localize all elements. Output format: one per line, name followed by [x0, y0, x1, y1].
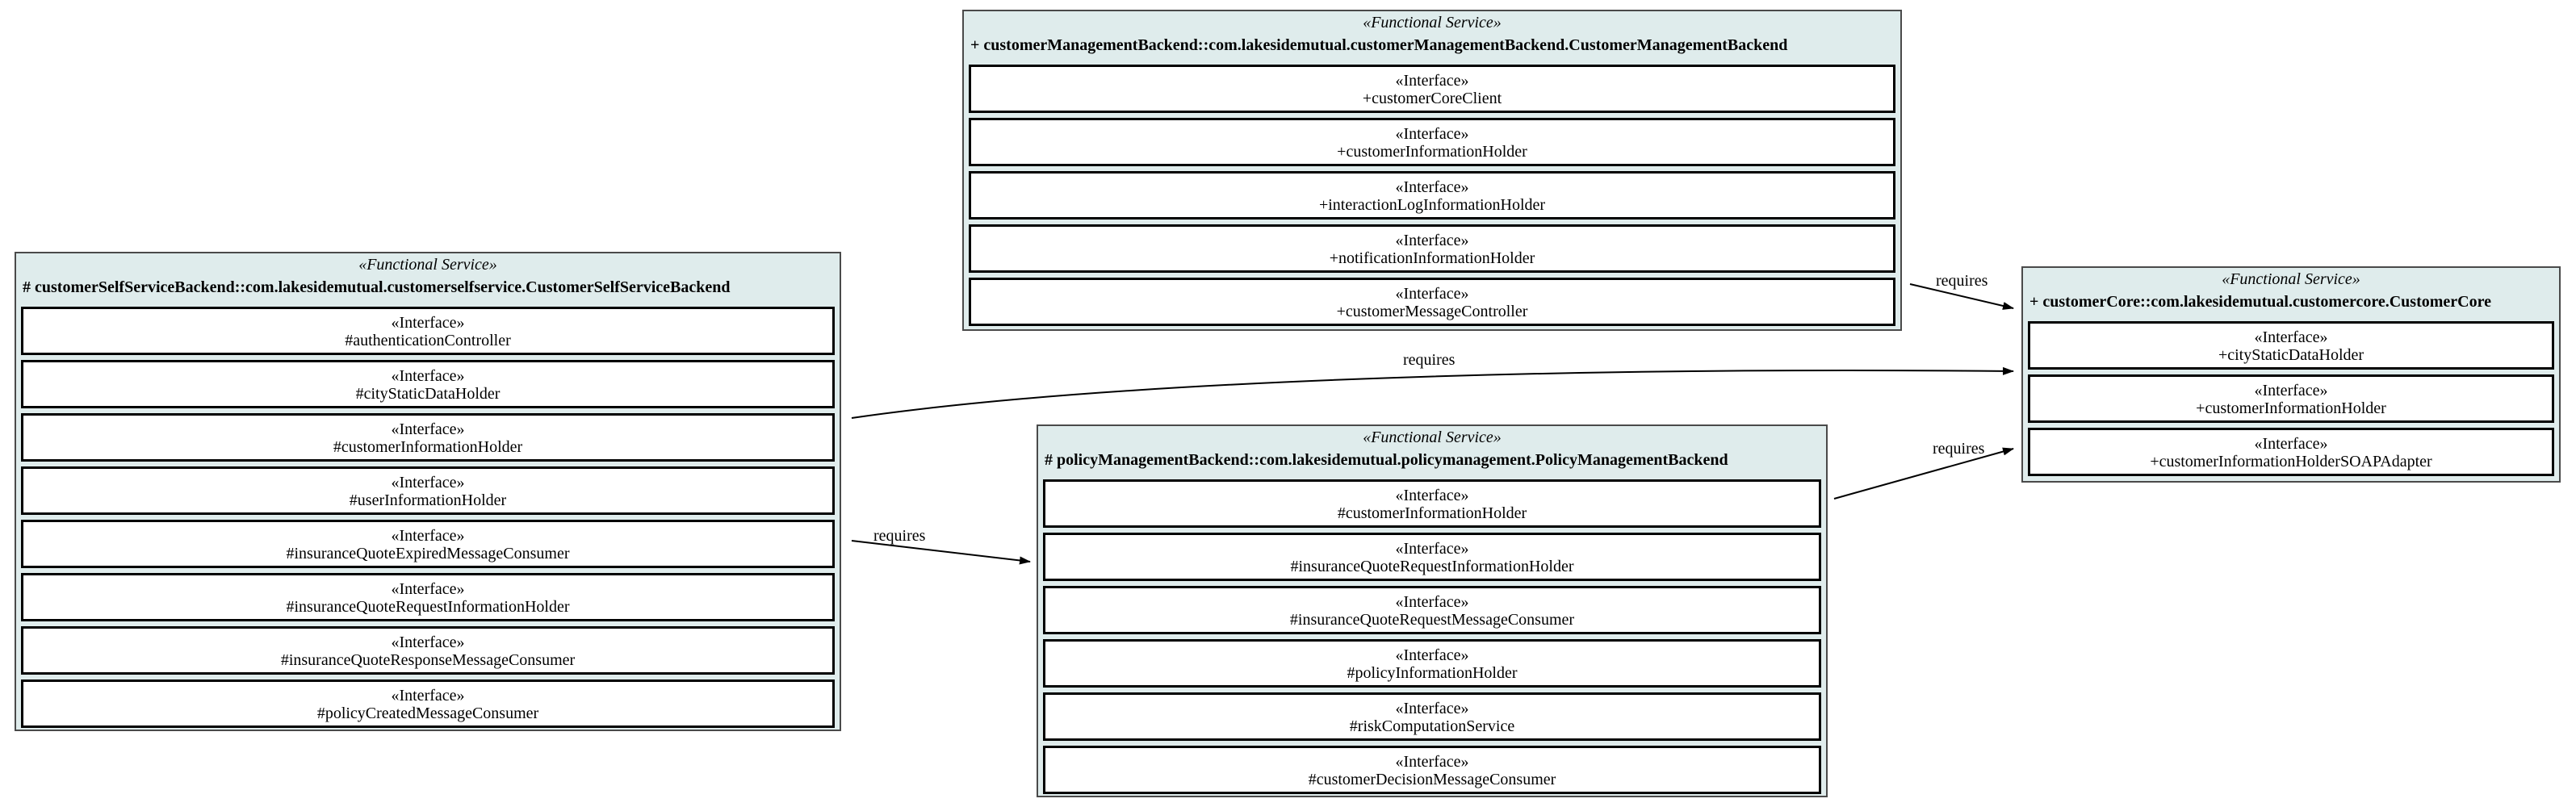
interface-notification-information-holder[interactable]: «Interface»+notificationInformationHolde… [969, 224, 1895, 273]
interface-stereotype: «Interface» [391, 527, 465, 545]
interface-customer-message-controller[interactable]: «Interface»+customerMessageController [969, 278, 1895, 326]
interface-name: +customerCoreClient [1362, 90, 1502, 107]
interface-name: #authenticationController [345, 332, 511, 349]
edge-label-management-to-core: requires [1936, 272, 1988, 290]
interface-stereotype: «Interface» [391, 420, 465, 438]
interface-stereotype: «Interface» [391, 633, 465, 651]
interface-name: #customerDecisionMessageConsumer [1308, 771, 1556, 788]
service-title: # policyManagementBackend::com.lakesidem… [1045, 451, 1728, 469]
interface-insurance-quote-expired-message-consumer[interactable]: «Interface»#insuranceQuoteExpiredMessage… [21, 520, 835, 568]
interface-name: +customerInformationHolderSOAPAdapter [2150, 453, 2432, 470]
service-customer-self-service-backend[interactable]: «Functional Service» # customerSelfServi… [15, 252, 841, 731]
interface-stereotype: «Interface» [1395, 540, 1469, 558]
service-stereotype: «Functional Service» [358, 256, 497, 274]
interface-stereotype: «Interface» [1395, 178, 1469, 196]
interface-customer-information-holder[interactable]: «Interface»#customerInformationHolder [21, 413, 835, 462]
interface-user-information-holder[interactable]: «Interface»#userInformationHolder [21, 466, 835, 515]
interface-stereotype: «Interface» [1395, 753, 1469, 771]
interface-city-static-data-holder[interactable]: «Interface»#cityStaticDataHolder [21, 360, 835, 408]
interface-name: +notificationInformationHolder [1329, 249, 1535, 267]
service-customer-core[interactable]: «Functional Service» + customerCore::com… [2021, 266, 2561, 483]
interface-customer-information-holder[interactable]: «Interface»+customerInformationHolder [969, 118, 1895, 166]
interface-risk-computation-service[interactable]: «Interface»#riskComputationService [1043, 692, 1821, 741]
interface-authentication-controller[interactable]: «Interface»#authenticationController [21, 307, 835, 355]
interface-name: #insuranceQuoteResponseMessageConsumer [280, 651, 576, 669]
interface-stereotype: «Interface» [1395, 232, 1469, 249]
service-customer-management-backend[interactable]: «Functional Service» + customerManagemen… [962, 10, 1902, 331]
interface-stereotype: «Interface» [391, 367, 465, 385]
interface-customer-information-holder[interactable]: «Interface»#customerInformationHolder [1043, 479, 1821, 528]
interface-policy-information-holder[interactable]: «Interface»#policyInformationHolder [1043, 639, 1821, 688]
interface-insurance-quote-response-message-consumer[interactable]: «Interface»#insuranceQuoteResponseMessag… [21, 626, 835, 675]
edge-label-policy-to-core: requires [1933, 440, 1985, 458]
service-stereotype: «Functional Service» [2222, 270, 2360, 288]
interface-name: +customerMessageController [1336, 303, 1528, 320]
interface-name: #cityStaticDataHolder [355, 385, 501, 403]
interface-name: +interactionLogInformationHolder [1318, 196, 1546, 214]
interface-name: #insuranceQuoteRequestMessageConsumer [1289, 611, 1575, 629]
interface-name: +customerInformationHolder [2196, 399, 2386, 417]
edge-label-selfservice-to-policy: requires [873, 527, 926, 545]
interface-stereotype: «Interface» [391, 474, 465, 491]
interface-stereotype: «Interface» [2254, 435, 2328, 453]
interface-customer-core-client[interactable]: «Interface»+customerCoreClient [969, 65, 1895, 113]
interface-name: #userInformationHolder [349, 491, 507, 509]
interface-name: #policyInformationHolder [1347, 664, 1518, 682]
interface-stereotype: «Interface» [2254, 328, 2328, 346]
interface-insurance-quote-request-message-consumer[interactable]: «Interface»#insuranceQuoteRequestMessage… [1043, 586, 1821, 634]
interface-name: #customerInformationHolder [333, 438, 523, 456]
interface-insurance-quote-request-information-holder[interactable]: «Interface»#insuranceQuoteRequestInforma… [1043, 533, 1821, 581]
interface-stereotype: «Interface» [1395, 72, 1469, 90]
interface-stereotype: «Interface» [1395, 593, 1469, 611]
service-policy-management-backend[interactable]: «Functional Service» # policyManagementB… [1037, 424, 1828, 797]
service-stereotype: «Functional Service» [1363, 14, 1502, 31]
interface-customer-decision-message-consumer[interactable]: «Interface»#customerDecisionMessageConsu… [1043, 746, 1821, 794]
interface-name: #riskComputationService [1349, 717, 1515, 735]
interface-name: +customerInformationHolder [1337, 143, 1527, 161]
interface-name: #policyCreatedMessageConsumer [316, 705, 539, 722]
interface-customer-information-holder-soap-adapter[interactable]: «Interface»+customerInformationHolderSOA… [2028, 428, 2554, 476]
interface-stereotype: «Interface» [1395, 700, 1469, 717]
edge-management-to-core [1909, 283, 2014, 310]
service-stereotype: «Functional Service» [1363, 429, 1502, 446]
service-title: + customerCore::com.lakesidemutual.custo… [2029, 293, 2491, 311]
service-title: + customerManagementBackend::com.lakesid… [970, 36, 1788, 54]
service-title: # customerSelfServiceBackend::com.lakesi… [23, 278, 731, 296]
interface-stereotype: «Interface» [1395, 487, 1469, 504]
interface-stereotype: «Interface» [391, 580, 465, 598]
interface-stereotype: «Interface» [1395, 125, 1469, 143]
edge-label-selfservice-to-core: requires [1403, 351, 1456, 369]
interface-name: #insuranceQuoteRequestInformationHolder [1290, 558, 1574, 575]
interface-stereotype: «Interface» [391, 687, 465, 705]
interface-policy-created-message-consumer[interactable]: «Interface»#policyCreatedMessageConsumer [21, 679, 835, 728]
interface-stereotype: «Interface» [391, 314, 465, 332]
interface-city-static-data-holder[interactable]: «Interface»+cityStaticDataHolder [2028, 321, 2554, 370]
interface-stereotype: «Interface» [2254, 382, 2328, 399]
edge-selfservice-to-policy [851, 540, 1031, 565]
edge-selfservice-to-core [851, 366, 2014, 419]
interface-stereotype: «Interface» [1395, 285, 1469, 303]
interface-name: #insuranceQuoteExpiredMessageConsumer [286, 545, 570, 562]
interface-insurance-quote-request-information-holder[interactable]: «Interface»#insuranceQuoteRequestInforma… [21, 573, 835, 621]
interface-name: #insuranceQuoteRequestInformationHolder [286, 598, 570, 616]
interface-interaction-log-information-holder[interactable]: «Interface»+interactionLogInformationHol… [969, 171, 1895, 220]
edge-policy-to-core [1833, 447, 2014, 500]
interface-name: #customerInformationHolder [1337, 504, 1527, 522]
interface-customer-information-holder[interactable]: «Interface»+customerInformationHolder [2028, 374, 2554, 423]
interface-name: +cityStaticDataHolder [2218, 346, 2364, 364]
interface-stereotype: «Interface» [1395, 646, 1469, 664]
